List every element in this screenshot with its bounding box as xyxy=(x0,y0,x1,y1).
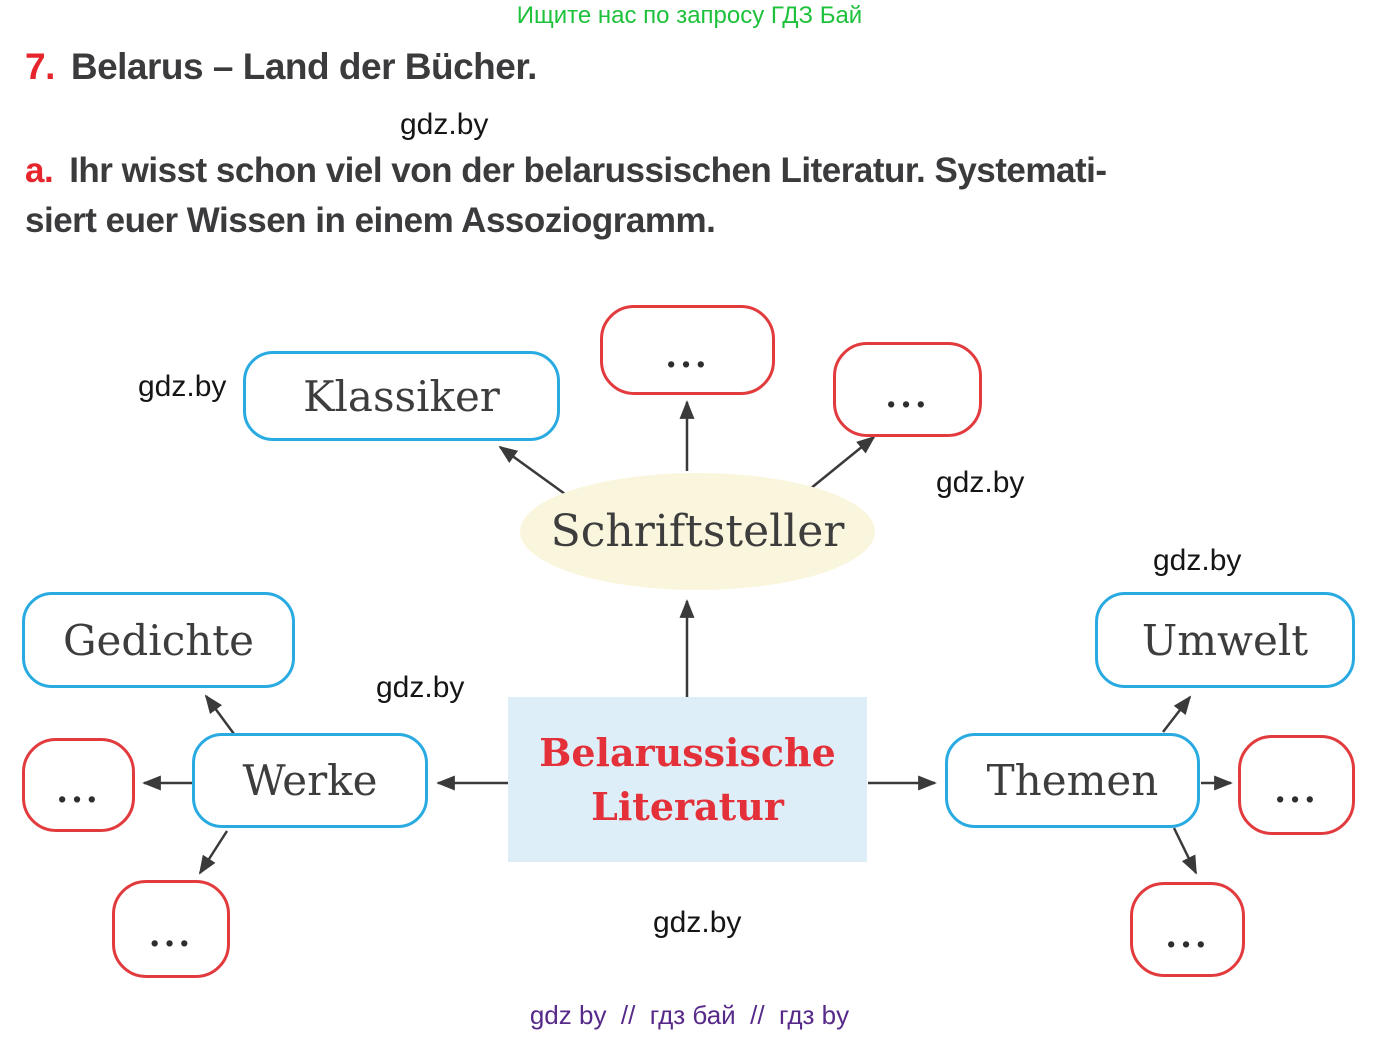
footer-caption: gdz by // гдз бай // гдз by xyxy=(529,1000,850,1030)
placeholder-node-right: ... xyxy=(1238,735,1355,835)
node-werke: Werke xyxy=(192,733,428,828)
placeholder-node-left: ... xyxy=(22,738,135,832)
placeholder-node-bottom-left: ... xyxy=(112,880,230,978)
placeholder-node-top-2: ... xyxy=(833,342,982,437)
node-klassiker: Klassiker xyxy=(243,351,560,441)
node-schriftsteller: Schriftsteller xyxy=(520,473,875,590)
placeholder-dots: ... xyxy=(665,336,710,376)
node-gedichte-label: Gedichte xyxy=(62,615,255,665)
task-label: a. xyxy=(25,151,54,190)
gdz-watermark: gdz.by xyxy=(138,370,227,403)
node-themen-label: Themen xyxy=(986,756,1159,805)
gdz-watermark: gdz.by xyxy=(1153,544,1242,577)
placeholder-dots: ... xyxy=(885,375,930,416)
gdz-watermark: gdz.by xyxy=(400,108,489,141)
node-center-topic: Belarussische Literatur xyxy=(508,697,867,862)
placeholder-dots: ... xyxy=(148,915,194,955)
placeholder-dots: ... xyxy=(56,771,101,811)
exercise-number: 7. xyxy=(25,46,55,87)
placeholder-dots: ... xyxy=(1165,915,1210,956)
center-topic-line2: Literatur xyxy=(591,783,784,829)
exercise-heading: 7. Belarus – Land der Bücher. xyxy=(25,46,537,88)
center-topic-line1: Belarussische xyxy=(539,729,836,775)
node-umwelt: Umwelt xyxy=(1095,592,1355,688)
placeholder-dots: ... xyxy=(1274,771,1319,811)
node-schriftsteller-label: Schriftsteller xyxy=(550,506,845,557)
task-line2-text: siert euer Wissen in einem Assoziogramm. xyxy=(25,201,716,240)
gdz-watermark: gdz.by xyxy=(653,906,742,939)
node-gedichte: Gedichte xyxy=(22,592,295,688)
task-line-1: a. Ihr wisst schon viel von der belarussi… xyxy=(25,146,1107,196)
placeholder-node-top-1: ... xyxy=(600,305,775,395)
placeholder-node-bottom-right: ... xyxy=(1130,882,1245,977)
exercise-title: Belarus – Land der Bücher. xyxy=(70,46,538,87)
gdz-watermark: gdz.by xyxy=(376,671,465,704)
node-themen: Themen xyxy=(945,733,1200,828)
promo-banner: Ищите нас по запросу ГДЗ Бай xyxy=(516,2,863,29)
task-text: a. Ihr wisst schon viel von der belarussi… xyxy=(25,146,1107,246)
gdz-watermark: gdz.by xyxy=(936,466,1025,499)
node-werke-label: Werke xyxy=(242,756,378,805)
node-klassiker-label: Klassiker xyxy=(303,371,500,421)
node-umwelt-label: Umwelt xyxy=(1141,615,1309,665)
task-line1-text: Ihr wisst schon viel von der belarussisc… xyxy=(69,151,1107,190)
